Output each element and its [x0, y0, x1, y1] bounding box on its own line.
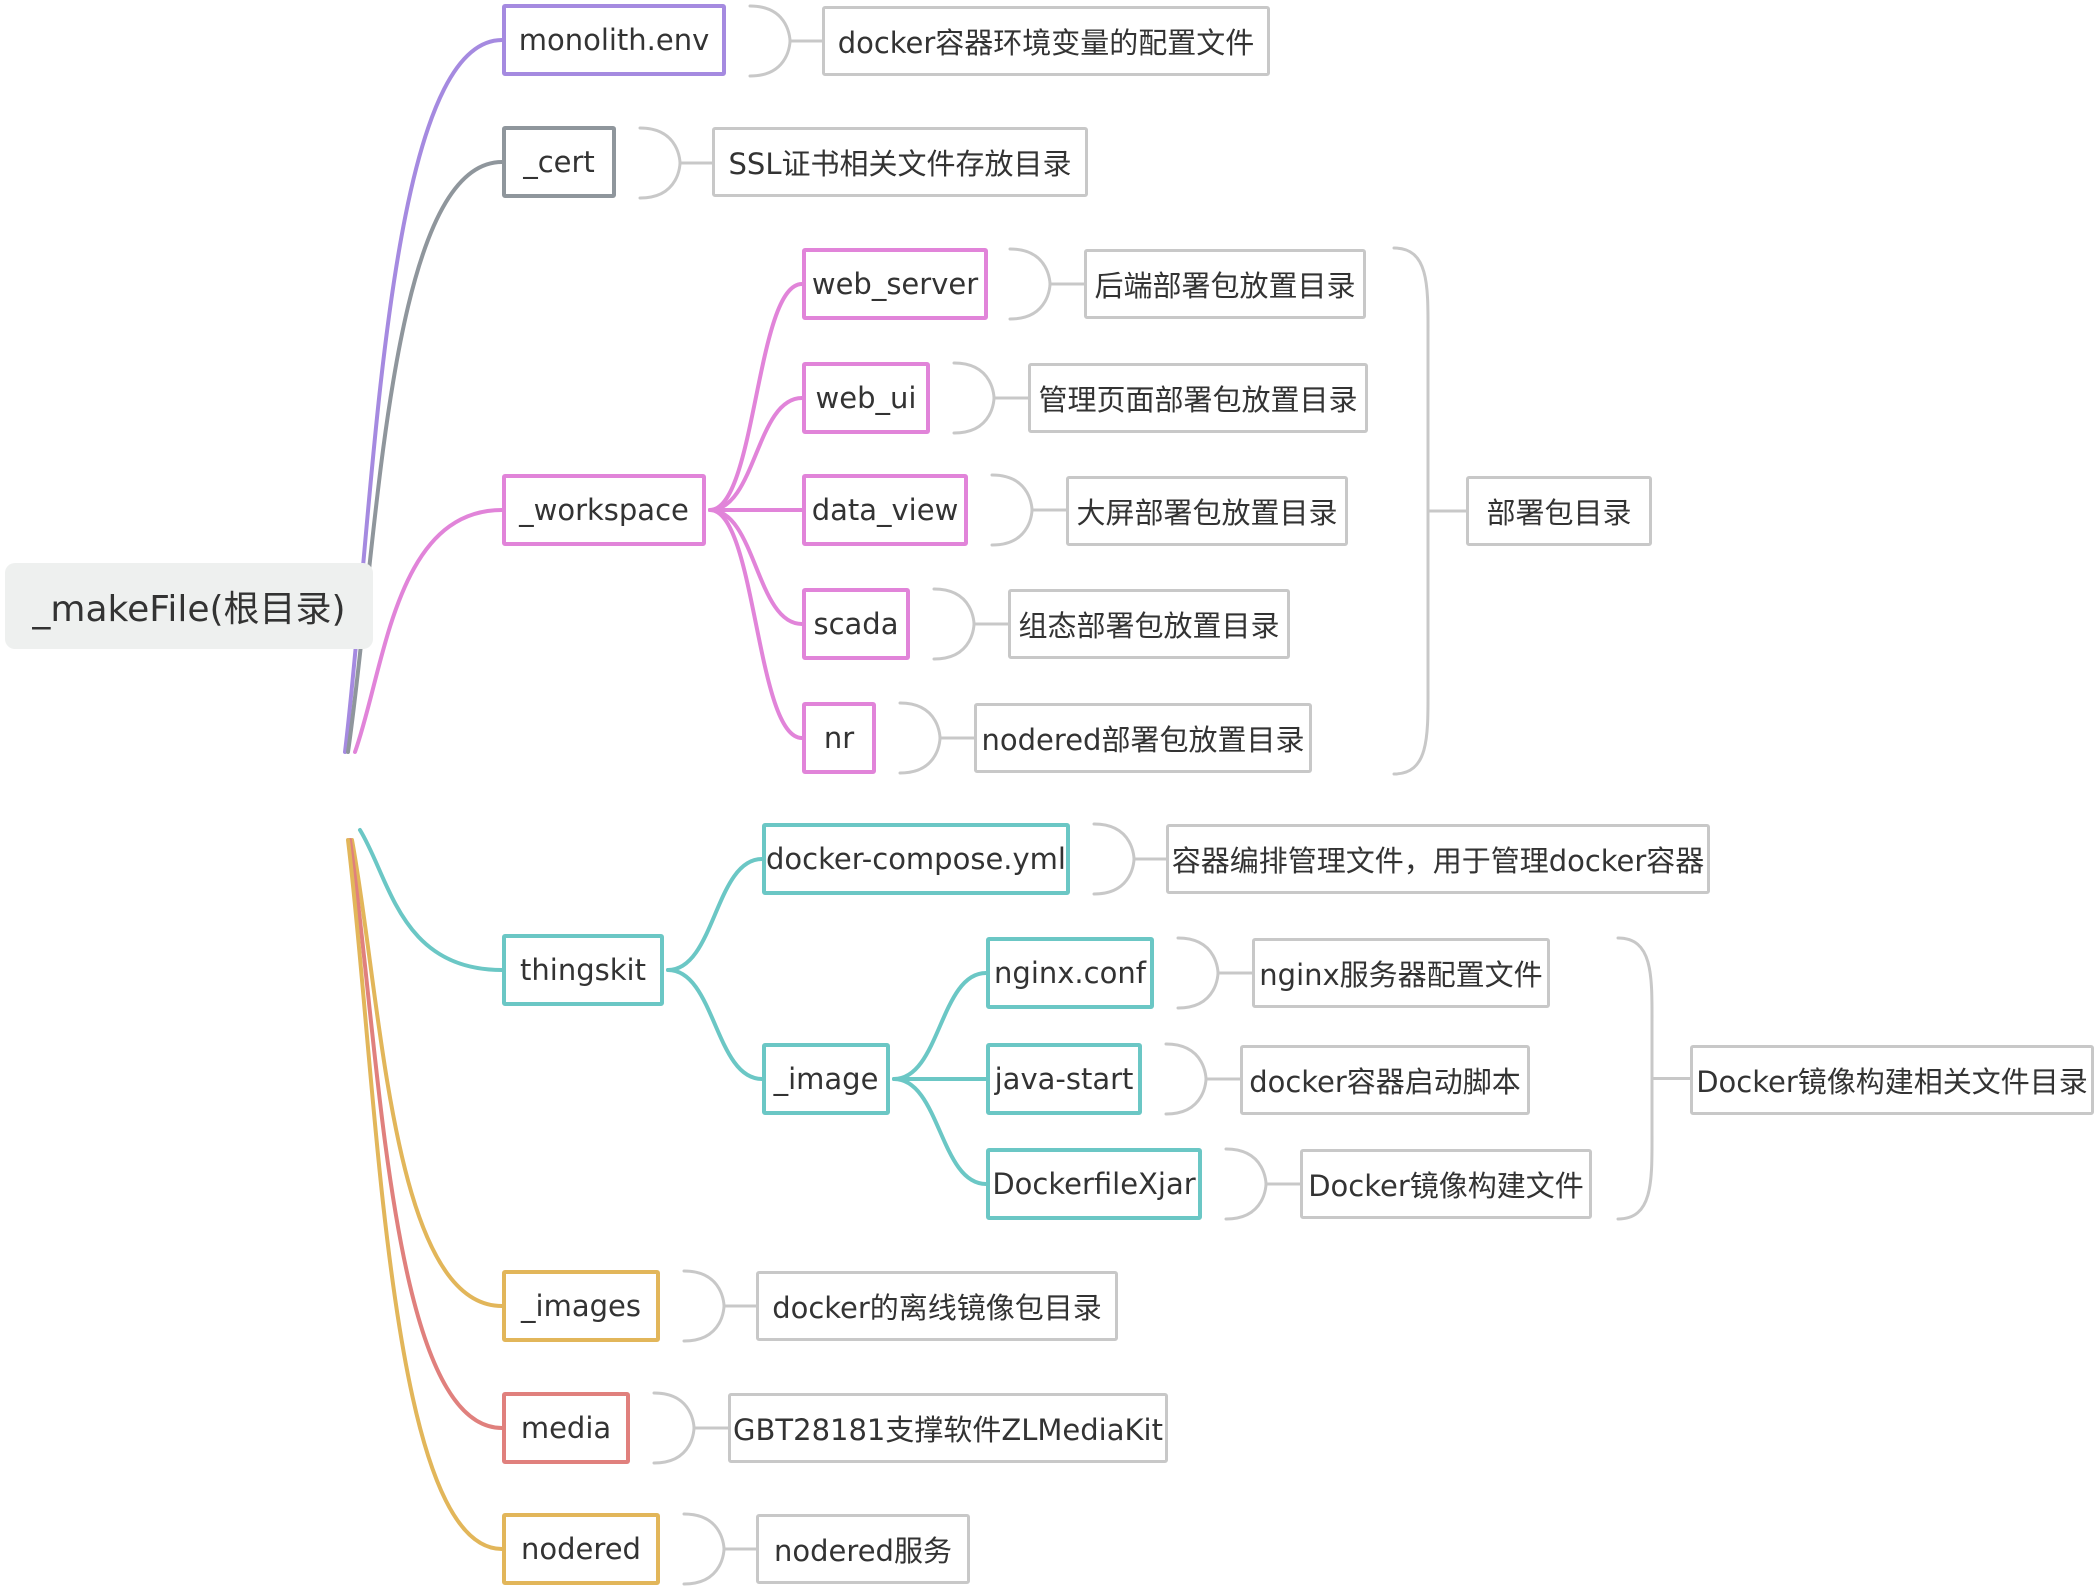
- edge-image-2: [892, 1077, 988, 1186]
- node-dockerfile[interactable]: DockerfileXjar: [986, 1148, 1202, 1220]
- bracket-compose: [1092, 822, 1168, 896]
- node-nodered[interactable]: nodered: [502, 1513, 660, 1585]
- root-node[interactable]: _makeFile(根目录): [5, 563, 373, 649]
- node-web-server[interactable]: web_server: [802, 248, 988, 320]
- edge-workspace-4: [708, 508, 804, 740]
- group-bracket-workspace: [1392, 246, 1468, 776]
- bracket-nodered: [682, 1512, 758, 1586]
- note-nginx-conf: nginx服务器配置文件: [1252, 938, 1550, 1008]
- bracket-images: [682, 1269, 758, 1343]
- note-web-server: 后端部署包放置目录: [1084, 249, 1366, 319]
- node-monolith-env[interactable]: monolith.env: [502, 4, 726, 76]
- bracket-nr: [898, 701, 976, 775]
- bracket-media: [652, 1391, 730, 1465]
- bracket-dockerfile: [1224, 1147, 1302, 1221]
- note-monolith-env: docker容器环境变量的配置文件: [822, 6, 1270, 76]
- node-workspace[interactable]: _workspace: [502, 474, 706, 546]
- bracket-cert: [638, 126, 714, 200]
- note-docker-compose: 容器编排管理文件，用于管理docker容器: [1166, 824, 1710, 894]
- bracket-data-view: [990, 473, 1068, 547]
- edge-workspace-3: [708, 508, 804, 626]
- group-note-workspace: 部署包目录: [1466, 476, 1652, 546]
- bracket-scada: [932, 587, 1010, 661]
- node-nr[interactable]: nr: [802, 702, 876, 774]
- node-java-start[interactable]: java-start: [986, 1043, 1142, 1115]
- group-note-image: Docker镜像构建相关文件目录: [1690, 1045, 2094, 1115]
- note-nr: nodered部署包放置目录: [974, 703, 1312, 773]
- edge-workspace-0: [708, 282, 804, 512]
- note-java-start: docker容器启动脚本: [1240, 1045, 1530, 1115]
- edge-root-nodered: [346, 838, 504, 1551]
- note-dockerfile: Docker镜像构建文件: [1300, 1149, 1592, 1219]
- bracket-java: [1164, 1042, 1242, 1116]
- edge-root-media: [348, 838, 504, 1430]
- node-docker-compose[interactable]: docker-compose.yml: [762, 823, 1070, 895]
- bracket-monolith: [748, 4, 824, 78]
- edge-root-images: [350, 838, 504, 1308]
- node-cert[interactable]: _cert: [502, 126, 616, 198]
- edge-root-thingskit: [358, 828, 504, 972]
- bracket-web-ui: [952, 361, 1030, 435]
- edge-root-cert: [346, 160, 504, 754]
- edge-root-workspace: [353, 508, 504, 754]
- node-web-ui[interactable]: web_ui: [802, 362, 930, 434]
- edge-thingskit-image: [666, 968, 764, 1081]
- note-cert: SSL证书相关文件存放目录: [712, 127, 1088, 197]
- edge-workspace-1: [708, 396, 804, 512]
- group-bracket-image: [1616, 936, 1692, 1221]
- note-web-ui: 管理页面部署包放置目录: [1028, 363, 1368, 433]
- edge-image-0: [892, 971, 988, 1081]
- note-data-view: 大屏部署包放置目录: [1066, 476, 1348, 546]
- node-scada[interactable]: scada: [802, 588, 910, 660]
- node-thingskit[interactable]: thingskit: [502, 934, 664, 1006]
- node-media[interactable]: media: [502, 1392, 630, 1464]
- note-scada: 组态部署包放置目录: [1008, 589, 1290, 659]
- bracket-web-server: [1008, 247, 1086, 321]
- node-nginx-conf[interactable]: nginx.conf: [986, 937, 1154, 1009]
- node-images[interactable]: _images: [502, 1270, 660, 1342]
- note-nodered: nodered服务: [756, 1514, 970, 1584]
- node-data-view[interactable]: data_view: [802, 474, 968, 546]
- edge-thingskit-compose: [666, 857, 764, 972]
- node-image[interactable]: _image: [762, 1043, 890, 1115]
- note-images: docker的离线镜像包目录: [756, 1271, 1118, 1341]
- note-media: GBT28181支撑软件ZLMediaKit: [728, 1393, 1168, 1463]
- bracket-nginx: [1176, 936, 1254, 1010]
